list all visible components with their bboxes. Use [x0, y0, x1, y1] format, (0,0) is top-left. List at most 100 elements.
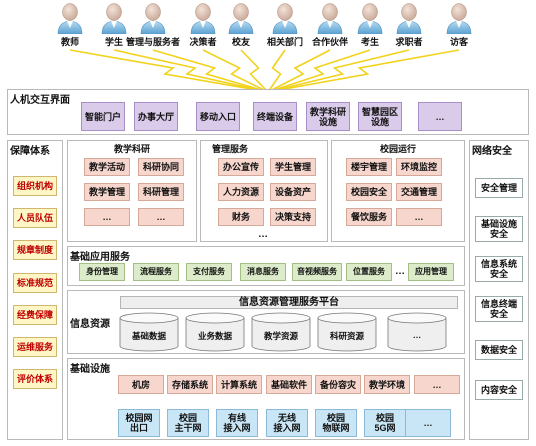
data-cylinder: [317, 312, 377, 352]
user-label: 决策者: [189, 37, 217, 47]
campus-item: 校园安全: [346, 183, 392, 201]
basic-app-item: 音视频服务: [292, 263, 342, 281]
guarantee-item: 组织机构: [13, 176, 57, 196]
teaching-item: 教学管理: [84, 183, 130, 201]
hci-item: …: [418, 102, 462, 131]
infra-row1-item: …: [414, 375, 460, 394]
user-icon: [99, 2, 145, 48]
lightning-line: [202, 49, 269, 93]
management-more: …: [258, 229, 268, 240]
security-item: 信息系统 安全: [475, 256, 523, 282]
data-cylinder: [185, 312, 245, 352]
infra-row2-item: 校园 5G网: [364, 409, 406, 437]
user-label: 学生: [104, 37, 123, 47]
security-item: 数据安全: [475, 340, 523, 360]
user-label: 访客: [449, 37, 468, 47]
security-item: 内容安全: [475, 380, 523, 400]
data-cylinder-label: 科研资源: [329, 331, 364, 341]
infra-row2-item: 校园 物联网: [315, 409, 357, 437]
campus-item: 餐饮服务: [346, 208, 392, 226]
infra-row2-item: 有线 接入网: [216, 409, 258, 437]
user-icon: [394, 2, 440, 48]
management-title: 管理服务: [211, 144, 248, 154]
lightning-line: [113, 49, 269, 93]
basic-app-item: 身份管理: [79, 263, 125, 281]
user-label: 相关部门: [266, 37, 303, 47]
user-icon: [55, 2, 101, 48]
basic-app-item: 支付服务: [186, 263, 232, 281]
infra-row2-item: 无线 接入网: [266, 409, 308, 437]
user-icon: [315, 2, 361, 48]
teaching-title: 教学科研: [113, 144, 150, 154]
infra-row2-item: 校园网 出口: [118, 409, 160, 437]
user-icon: [270, 2, 316, 48]
campus-item: 交通管理: [396, 183, 442, 201]
lightning-line: [69, 49, 269, 93]
info-resource-title: 信息资源: [70, 319, 110, 330]
campus-item: …: [396, 208, 442, 226]
data-cylinder-label: 业务数据: [197, 331, 232, 341]
user-label: 校友: [231, 37, 250, 47]
lightning-line: [267, 49, 410, 93]
guarantee-item: 经费保障: [13, 304, 57, 325]
infra-row1-item: 基础软件: [266, 375, 312, 394]
management-item: 人力资源: [218, 183, 264, 201]
guarantee-title: 保障体系: [10, 146, 50, 157]
user-icon: [444, 2, 490, 48]
user-icon: [226, 2, 272, 48]
user-label: 管理与服务者: [125, 37, 180, 47]
lightning-line: [267, 49, 331, 93]
guarantee-item: 运维服务: [13, 337, 57, 357]
security-item: 信息终端 安全: [475, 296, 523, 322]
management-item: 决策支持: [270, 208, 316, 226]
teaching-item: …: [84, 208, 130, 226]
campus-item: 楼宇管理: [346, 158, 392, 176]
guarantee-item: 人员队伍: [13, 208, 57, 229]
hci-item: 智能门户: [81, 102, 125, 131]
hci-item: 移动入口: [196, 102, 240, 131]
campus-item: 环境监控: [396, 158, 442, 176]
guarantee-item: 评价体系: [13, 369, 57, 390]
hci-item: 智慧园区 设施: [358, 102, 402, 131]
security-item: 基础设施 安全: [475, 216, 523, 242]
infra-row2-item: 校园 主干网: [167, 409, 209, 437]
management-item: 学生管理: [270, 158, 316, 176]
hci-title: 人机交互界面: [10, 95, 70, 106]
infra-row2-item: …: [405, 409, 451, 437]
user-label: 教师: [60, 37, 79, 47]
basic-app-item: 消息服务: [240, 263, 286, 281]
user-icon: [355, 2, 401, 48]
infra-row1-item: 教学环境: [364, 375, 410, 394]
teaching-item: 教学活动: [84, 158, 130, 176]
lightning-line: [152, 49, 269, 93]
infra-row1-item: 备份容灾: [315, 375, 361, 394]
lightning-line: [267, 49, 286, 93]
basic-app-item: 流程服务: [133, 263, 179, 281]
lightning-line: [267, 49, 371, 93]
security-item: 安全管理: [475, 178, 523, 198]
data-cylinder-label: 教学资源: [263, 331, 298, 341]
guarantee-item: 规章制度: [13, 240, 57, 261]
hci-item: 终端设备: [253, 102, 297, 131]
data-cylinder: [387, 312, 447, 352]
data-cylinder-label: 基础数据: [131, 331, 166, 341]
teaching-item: …: [138, 208, 184, 226]
connection-lines: [69, 49, 460, 93]
teaching-item: 科研协同: [138, 158, 184, 176]
infra-row1-item: 存储系统: [167, 375, 213, 394]
user-label: 求职者: [395, 37, 423, 47]
user-icon: [188, 2, 234, 48]
basic-app-more: …: [395, 266, 405, 277]
teaching-item: 科研管理: [138, 183, 184, 201]
user-label: 考生: [360, 37, 379, 47]
infra-row1-item: 机房: [118, 375, 164, 394]
data-cylinder: [119, 312, 179, 352]
infra-row1-item: 计算系统: [216, 375, 262, 394]
data-cylinder: [251, 312, 311, 352]
lightning-line: [240, 49, 269, 93]
management-item: 办公宣传: [218, 158, 264, 176]
user-icon: [138, 2, 184, 48]
hci-item: 办事大厅: [134, 102, 178, 131]
infrastructure-title: 基础设施: [70, 364, 110, 375]
